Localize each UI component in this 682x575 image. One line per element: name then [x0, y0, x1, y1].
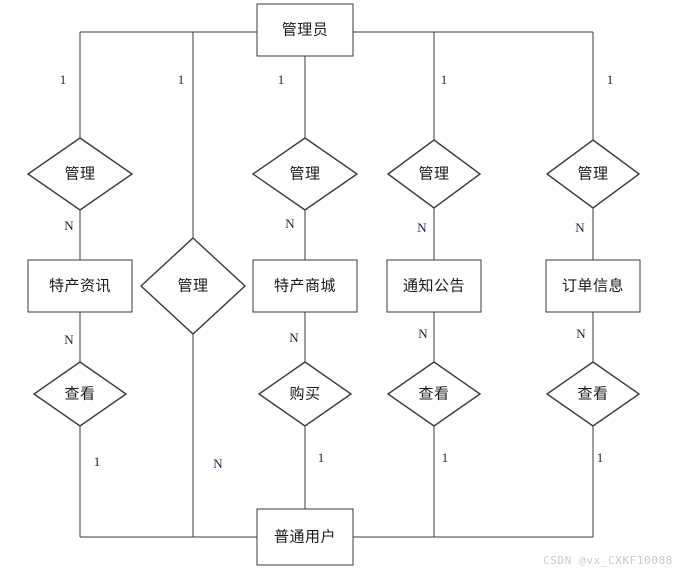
entity-label-mall: 特产商城: [273, 276, 337, 295]
cardinality-user-order-1: 1: [596, 450, 604, 465]
diamond-view-news[interactable]: [32, 361, 128, 427]
relationship-label-view-news: 查看: [64, 384, 96, 403]
entity-label-user: 普通用户: [273, 527, 337, 546]
cardinality-admin-order-1: 1: [606, 72, 614, 87]
cardinality-notice-view-n: N: [418, 326, 428, 341]
cardinality-mall-n: N: [285, 216, 295, 231]
cardinality-user-manage-n: N: [213, 456, 223, 471]
cardinality-order-n: N: [575, 220, 585, 235]
cardinality-admin-notice-1: 1: [440, 72, 448, 87]
cardinality-user-mall-1: 1: [317, 450, 325, 465]
relationship-label-buy-mall: 购买: [289, 384, 321, 403]
entity-box-notice[interactable]: [386, 259, 482, 313]
relationship-label-manage-news: 管理: [64, 164, 96, 183]
diamond-manage-news[interactable]: [26, 137, 134, 211]
entity-label-notice: 通知公告: [402, 276, 466, 295]
diamond-buy-mall[interactable]: [257, 361, 353, 427]
cardinality-news-view-n: N: [64, 332, 74, 347]
cardinality-notice-n: N: [417, 220, 427, 235]
relationship-label-manage-order: 管理: [577, 164, 609, 183]
relationship-label-view-notice: 查看: [418, 384, 450, 403]
diamond-manage-order[interactable]: [545, 139, 641, 209]
diamond-manage-user[interactable]: [139, 237, 247, 335]
cardinality-user-notice-1: 1: [441, 450, 449, 465]
diamond-manage-notice[interactable]: [386, 139, 482, 209]
entity-box-news[interactable]: [27, 259, 133, 313]
relationship-label-manage-user: 管理: [177, 276, 209, 295]
cardinality-admin-user-1: 1: [177, 72, 185, 87]
relationship-label-manage-notice: 管理: [418, 164, 450, 183]
diamond-view-notice[interactable]: [386, 361, 482, 427]
entity-box-mall[interactable]: [252, 259, 358, 313]
relationship-label-manage-mall: 管理: [289, 164, 321, 183]
cardinality-news-n: N: [64, 218, 74, 233]
cardinality-mall-buy-n: N: [289, 330, 299, 345]
entity-box-admin[interactable]: [256, 3, 354, 57]
cardinality-admin-mall-1: 1: [277, 72, 285, 87]
cardinality-admin-news-1: 1: [59, 72, 67, 87]
watermark-text: CSDN @vx_CXKF10088: [543, 554, 674, 567]
relationship-label-view-order: 查看: [577, 384, 609, 403]
entity-box-user[interactable]: [256, 508, 354, 566]
diamond-view-order[interactable]: [545, 361, 641, 427]
entity-label-news: 特产资讯: [48, 276, 112, 295]
entity-box-order[interactable]: [545, 259, 641, 313]
entity-label-order: 订单信息: [561, 276, 625, 295]
diamond-manage-mall[interactable]: [251, 137, 359, 211]
cardinality-user-news-1: 1: [93, 454, 101, 469]
cardinality-order-view-n: N: [576, 326, 586, 341]
entity-label-admin: 管理员: [281, 20, 329, 39]
